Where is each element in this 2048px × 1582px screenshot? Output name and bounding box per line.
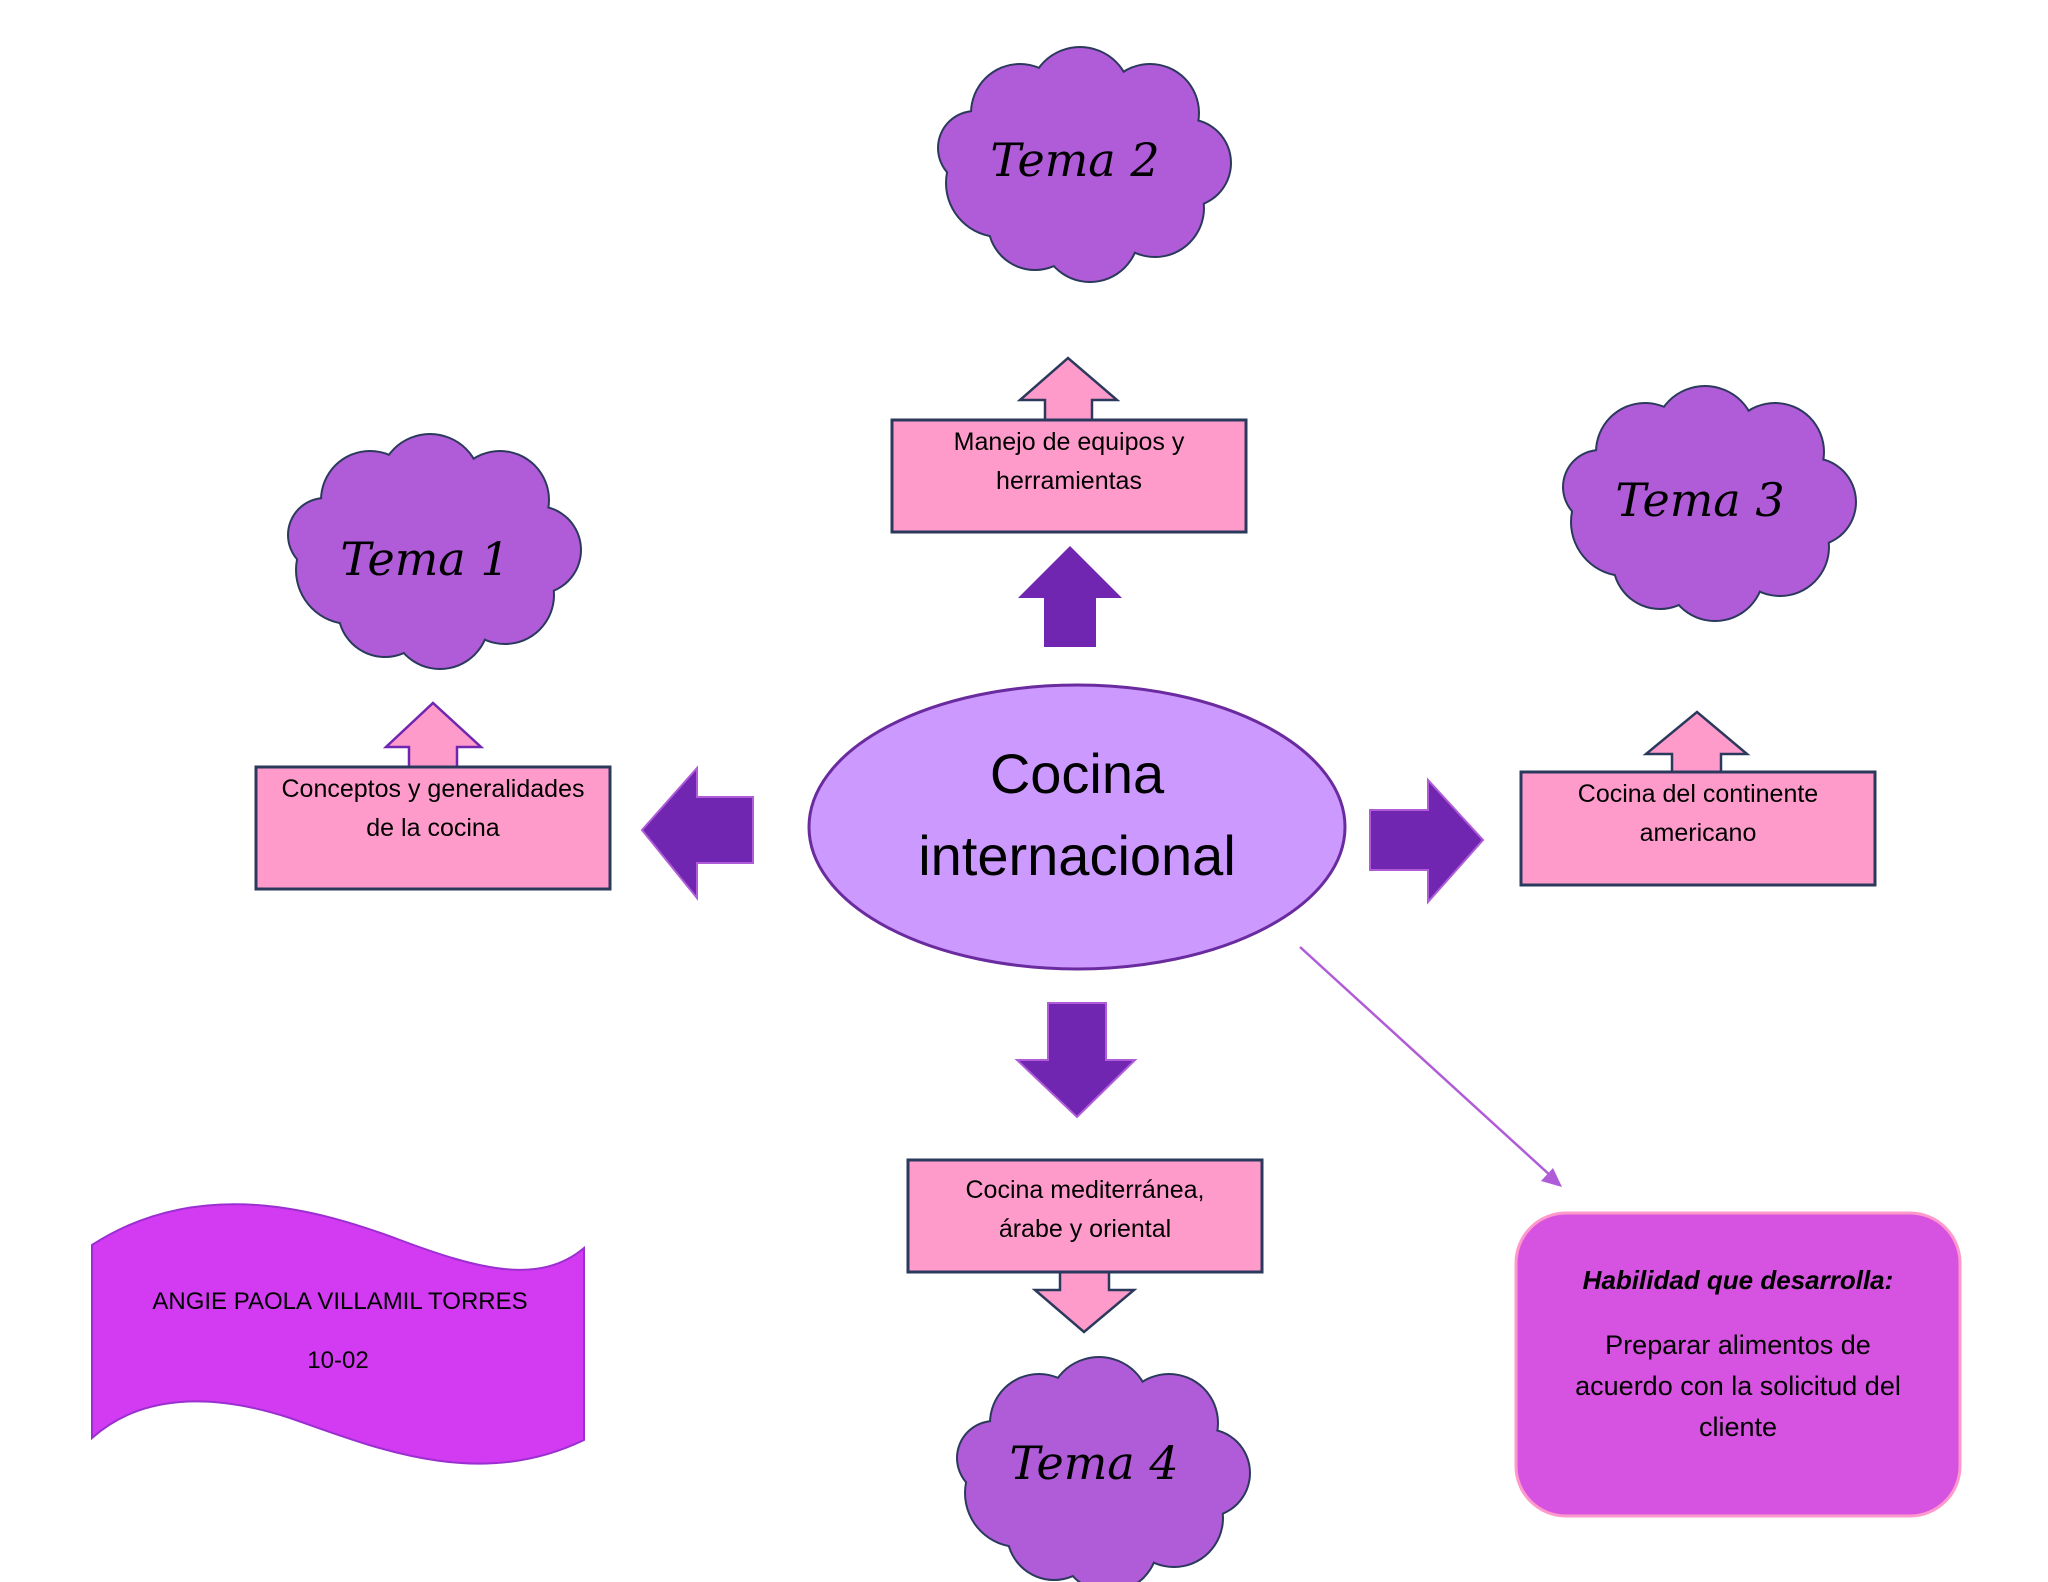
skill-line-1: Preparar alimentos de (1605, 1330, 1871, 1360)
topic-box-2 (890, 418, 1248, 534)
author-banner (91, 1203, 585, 1465)
topic-box-1-text: Conceptos y generalidades de la cocina (258, 770, 608, 848)
pink-arrow-up-2 (1016, 356, 1121, 422)
topic-box-4-line-1: Cocina mediterránea, (965, 1176, 1205, 1204)
skill-box (1514, 1211, 1962, 1518)
topic-box-4-text: Cocina mediterránea, árabe y oriental (910, 1171, 1260, 1249)
topic-box-3-text: Cocina del continente americano (1523, 775, 1873, 853)
cloud-label-tema-4: Tema 4 (1009, 1436, 1179, 1490)
dark-arrow-down (1014, 1002, 1138, 1119)
skill-line-2: acuerdo con la solicitud del (1575, 1371, 1901, 1401)
pink-arrow-up-3 (1642, 710, 1751, 774)
connector-line (1299, 946, 1553, 1178)
topic-box-2-text: Manejo de equipos y herramientas (894, 423, 1244, 501)
cloud-label-tema-2: Tema 2 (990, 133, 1160, 187)
topic-box-3-line-1: Cocina del continente (1577, 780, 1819, 808)
center-title-line-1: Cocina (989, 742, 1165, 805)
center-title-line-2: internacional (918, 824, 1236, 887)
topic-box-2-line-1: Manejo de equipos y (953, 428, 1185, 456)
topic-box-4-line-2: árabe y oriental (998, 1215, 1172, 1243)
author-name: ANGIE PAOLA VILLAMIL TORRES (152, 1288, 528, 1315)
center-ellipse (807, 683, 1347, 971)
cloud-label-tema-3: Tema 3 (1615, 473, 1785, 527)
dark-arrow-up (1018, 546, 1122, 647)
pink-arrow-down-4 (1031, 1266, 1138, 1334)
center-title: Cocina internacional (830, 733, 1324, 897)
skill-line-3: cliente (1698, 1412, 1778, 1442)
topic-box-3-line-2: americano (1639, 819, 1757, 847)
skill-description: Preparar alimentos de acuerdo con la sol… (1520, 1325, 1956, 1448)
topic-box-1-line-2: de la cocina (366, 814, 500, 842)
dark-arrow-left (640, 765, 754, 901)
connector-arrowhead (1541, 1168, 1562, 1187)
topic-box-1-line-1: Conceptos y generalidades (281, 775, 585, 803)
topic-box-1 (254, 765, 612, 891)
dark-arrow-right (1369, 777, 1485, 905)
skill-title: Habilidad que desarrolla: (1582, 1265, 1894, 1295)
author-group: 10-02 (307, 1347, 369, 1374)
topic-box-4 (906, 1158, 1264, 1274)
topic-box-3 (1519, 770, 1877, 887)
cloud-label-tema-1: Tema 1 (340, 532, 510, 586)
pink-arrow-up-1 (382, 701, 485, 769)
topic-box-2-line-2: herramientas (996, 467, 1142, 495)
